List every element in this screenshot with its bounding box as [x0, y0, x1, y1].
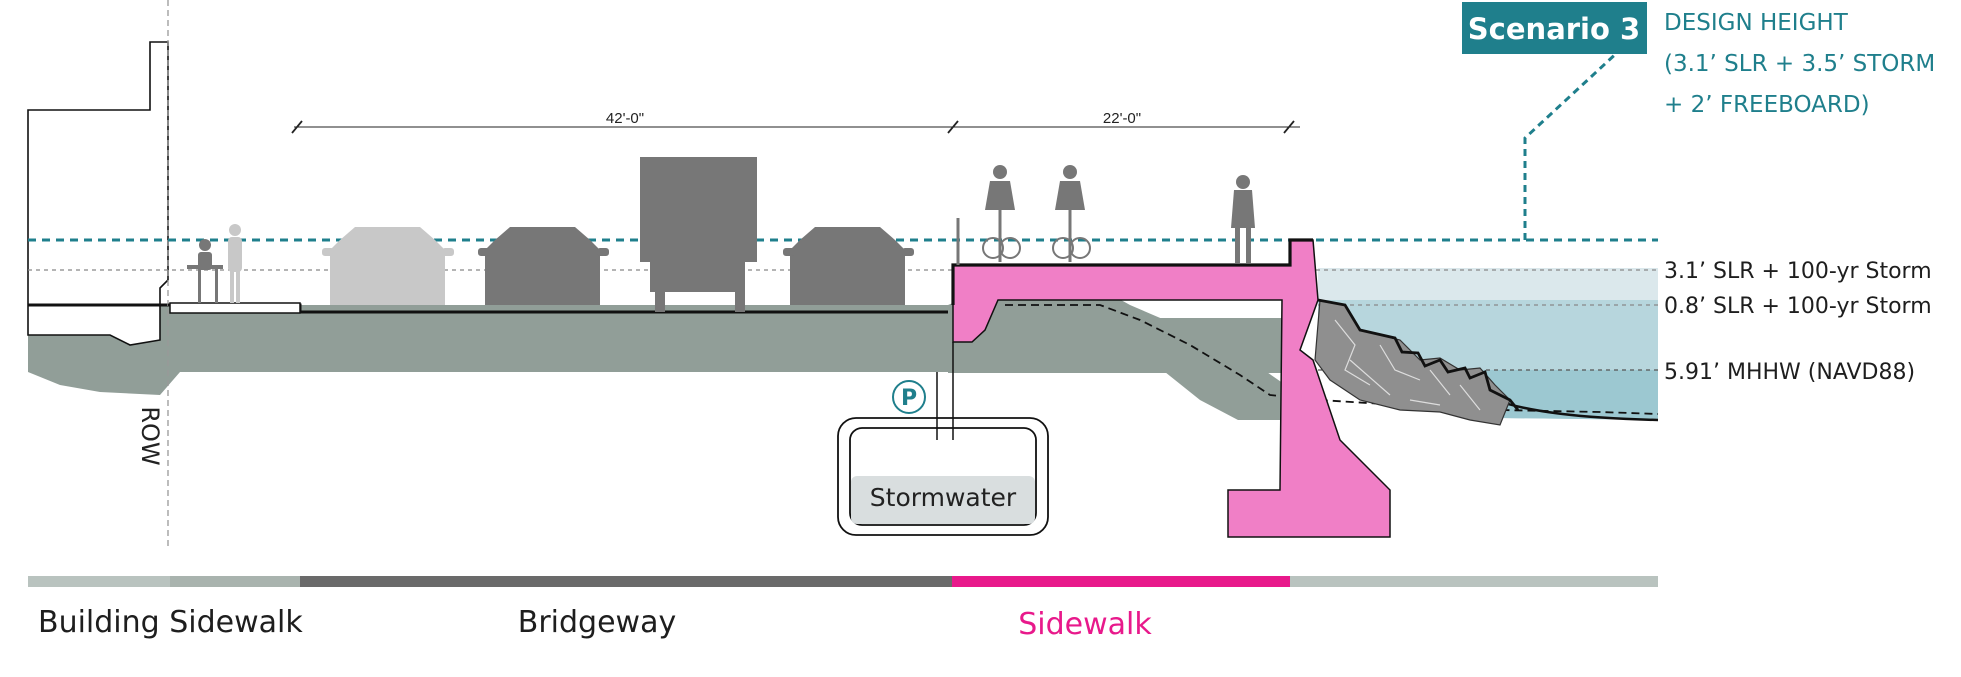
row-label: ROW — [136, 406, 164, 465]
raised-sidewalk-structure — [951, 238, 1391, 538]
rip-rap-rocks — [1314, 298, 1520, 426]
car-light — [322, 227, 454, 305]
car-dark-2 — [783, 227, 914, 305]
design-height-line-2: (3.1’ SLR + 3.5’ STORM — [1664, 51, 1935, 77]
design-height-leader — [1523, 48, 1622, 240]
ground-band-right — [948, 318, 1288, 373]
water-level-label: 3.1’ SLR + 100-yr Storm — [1664, 259, 1932, 284]
car-dark-1 — [478, 227, 609, 305]
dimension-lines — [291, 120, 1300, 134]
stormwater-label: Stormwater — [870, 483, 1017, 512]
cafe-seating-figure — [187, 224, 242, 303]
scenario-badge-label: Scenario 3 — [1468, 12, 1640, 46]
zone-label-bridgeway: Bridgeway — [518, 605, 676, 640]
building-sidewalk-surface — [169, 302, 301, 314]
ground-band — [28, 305, 948, 372]
water-level-label: 0.8’ SLR + 100-yr Storm — [1664, 294, 1932, 319]
truck — [640, 157, 757, 312]
stormwater-vault — [837, 342, 1049, 536]
design-height-line-1: DESIGN HEIGHT — [1664, 10, 1849, 36]
cyclist-2 — [1052, 165, 1091, 262]
scenario-badge — [1462, 2, 1647, 54]
design-height-line-3: + 2’ FREEBOARD) — [1664, 92, 1870, 118]
cyclist-1 — [982, 165, 1021, 262]
dimension-bridgeway: 42'-0" — [606, 110, 644, 127]
water-level-label: 5.91’ MHHW (NAVD88) — [1664, 360, 1915, 385]
dimension-sidewalk: 22'-0" — [1103, 110, 1141, 127]
zone-label-building-sidewalk: Building Sidewalk — [38, 605, 303, 640]
zone-bar — [28, 576, 1658, 587]
building-outline — [27, 41, 169, 346]
pump-label: P — [901, 386, 917, 411]
zone-label-sidewalk: Sidewalk — [1018, 607, 1152, 642]
pump-icon — [892, 380, 926, 414]
pedestrian — [1231, 175, 1255, 263]
